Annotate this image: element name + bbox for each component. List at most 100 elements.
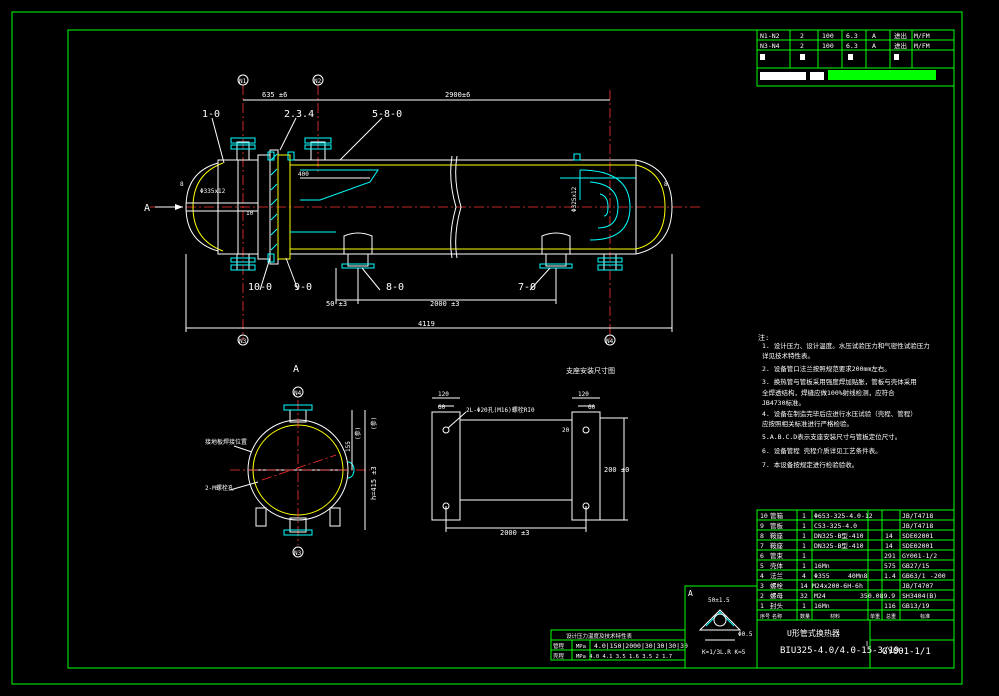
right-head-inner xyxy=(635,164,666,250)
nozzle-r1-c7: M/FM xyxy=(914,32,930,40)
parts-r7-spec: Φ355 xyxy=(814,572,830,580)
parts-r7-std: GB63/1 xyxy=(902,572,926,580)
saddle-hole-leader xyxy=(447,411,467,429)
parts-r6-qty: 1 xyxy=(802,562,806,570)
technical-notes: 注: 1. 设计压力、设计温度。水压试验压力和气密性试验压力 详见技术特性表。 … xyxy=(758,333,930,469)
note-line-11: 7. 本设备按规定进行检验验收。 xyxy=(762,460,858,469)
parts-r5-std: GY001-1/2 xyxy=(902,552,937,560)
saddle-right xyxy=(539,232,573,269)
view-a-arrowhead xyxy=(175,204,183,210)
note-line-5: 全焊透结构，焊缝应做100%射线检测，应符合 xyxy=(762,388,895,397)
parts-r2-name: 管板 xyxy=(770,521,784,530)
section-top-flange xyxy=(283,404,313,411)
parts-r10-wt: 116 xyxy=(884,602,896,610)
parts-r1-name: 管箱 xyxy=(770,511,784,520)
parts-r9-std: SH3404(B) xyxy=(902,592,937,600)
nozzle-r1-c6: 进出 xyxy=(894,31,907,40)
saddle-plate-right xyxy=(571,411,601,521)
parts-r5-qty: 1 xyxy=(802,552,806,560)
parts-r8-std: JB/T4707 xyxy=(902,582,933,590)
tech-table-header: 设计压力温度及技术特性表 xyxy=(566,632,633,640)
nozzle-r1-c4: 6.3 xyxy=(846,32,858,40)
saddle-plate-left xyxy=(431,411,461,521)
nozzle-n2 xyxy=(304,137,332,161)
label-n4: N4 xyxy=(606,338,614,345)
parts-r2-qty: 1 xyxy=(802,522,806,530)
section-saddle-l xyxy=(255,507,267,527)
tube-sheet-hatch xyxy=(270,153,278,251)
parts-r5-no: 6 xyxy=(760,552,764,560)
weld-detail: A 50±1.5 Φ0.5 K=1/3L.R K=5 xyxy=(684,585,758,669)
parts-r9-spec: M24 xyxy=(814,592,826,600)
parts-r9-no: 2 xyxy=(760,592,764,600)
parts-r9-wt: 350.089.9 xyxy=(860,592,895,600)
parts-r4-wt: 14 xyxy=(885,542,893,550)
nozzle-r1-c5: A xyxy=(872,32,876,40)
section-label-n4: N4 xyxy=(294,390,302,397)
leader-8-0 xyxy=(361,267,381,291)
parts-r3-std: SDE02001 xyxy=(902,532,933,540)
saddle-hole-note: 2L-Φ20孔(M16)螺栓RI0 xyxy=(466,406,535,414)
tech-row1-values: 4.0|150|2000|30|30|30|30 xyxy=(594,642,688,650)
nozzle-table-mark-2 xyxy=(800,54,805,60)
note-line-8: 应按照相关标准进行严格检验。 xyxy=(762,419,853,428)
parts-r7-mat: 40Mn8 xyxy=(848,572,868,580)
nozzle-r1-c3: 100 xyxy=(822,32,834,40)
saddle-text-120a: 120 xyxy=(438,391,449,398)
note-line-9: 5.A.B.C.D表示支座安装尺寸与管板定位尺寸。 xyxy=(762,432,901,441)
section-dim-h: h=415 ±3 xyxy=(370,466,378,500)
section-n3-circle xyxy=(292,546,304,558)
parts-r4-std: SDE02001 xyxy=(902,542,933,550)
dim-10-text: 10 xyxy=(246,210,254,217)
label-view-a: A xyxy=(144,203,150,214)
section-n4-circle xyxy=(292,386,304,398)
parts-r7-note: -200 xyxy=(930,572,946,580)
leader-10-0 xyxy=(259,257,271,291)
parts-r4-no: 7 xyxy=(760,542,764,550)
section-bottom-flange xyxy=(283,529,313,536)
parts-r3-name: 鞍座 xyxy=(770,531,784,540)
parts-hdr-name: 名称 xyxy=(772,613,782,620)
leader-9-0 xyxy=(285,257,299,291)
section-leader-1 xyxy=(233,445,253,453)
parts-hdr-total: 总重 xyxy=(886,613,896,620)
parts-r2-std: JB/T4718 xyxy=(902,522,933,530)
break-line-1 xyxy=(450,155,457,259)
saddle-text-60a: 60 xyxy=(438,404,446,411)
nozzle-r2-c4: 6.3 xyxy=(846,42,858,50)
break-line-2 xyxy=(455,155,462,259)
label-part-1-0: 1-0 xyxy=(202,109,220,120)
section-dim-155: 155 xyxy=(345,441,352,452)
parts-r4-spec: DN325-B型-410 xyxy=(814,541,864,550)
parts-r6-wt: 575 xyxy=(884,562,896,570)
parts-r9-qty: 32 xyxy=(800,592,808,600)
nozzle-table-frame xyxy=(756,29,955,87)
tech-row1-unit: MPa xyxy=(576,644,586,650)
parts-hdr-qty: 数量 xyxy=(800,613,810,620)
parts-r10-std: GB13/19 xyxy=(902,602,929,610)
tech-spec-table: 设计压力温度及技术特性表 管程 MPa 4.0|150|2000|30|30|3… xyxy=(550,629,688,661)
nozzle-r2-c2: 2 xyxy=(800,42,804,50)
note-line-2: 详见技术特性表。 xyxy=(762,351,814,360)
main-view-labels: N1 N2 N3 N4 1-0 2.3.4 5-8-0 10-0 9-0 8-0… xyxy=(144,78,668,345)
weld-detail-label: A xyxy=(688,589,693,598)
parts-r10-no: 1 xyxy=(760,602,764,610)
tech-row2-label: 壳程 xyxy=(553,652,565,660)
nozzle-r1-c2: 2 xyxy=(800,32,804,40)
nozzle-table-fill-bar xyxy=(828,70,936,80)
saddle-text-120b: 120 xyxy=(578,391,589,398)
label-part-9-0: 9-0 xyxy=(294,282,312,293)
parts-r3-wt: 14 xyxy=(885,532,893,540)
nozzle-table: N1-N2 2 100 6.3 A 进出 M/FM N3-N4 2 100 6.… xyxy=(756,29,955,87)
dim-2900-text: 2900±6 xyxy=(445,91,470,99)
dim-8a-text: 8 xyxy=(180,181,184,188)
section-a-view xyxy=(229,386,370,558)
parts-r8-no: 3 xyxy=(760,582,764,590)
nozzle-table-mark-4 xyxy=(894,54,899,60)
inner-frame xyxy=(67,29,955,669)
dim-2000-text: 2000 ±3 xyxy=(430,300,460,308)
note-line-1: 1. 设计压力、设计温度。水压试验压力和气密性试验压力 xyxy=(762,341,930,350)
note-line-3: 2. 设备管口法兰按照规范要求200mm左右。 xyxy=(762,364,891,373)
parts-hdr-unit: 单重 xyxy=(870,613,880,620)
